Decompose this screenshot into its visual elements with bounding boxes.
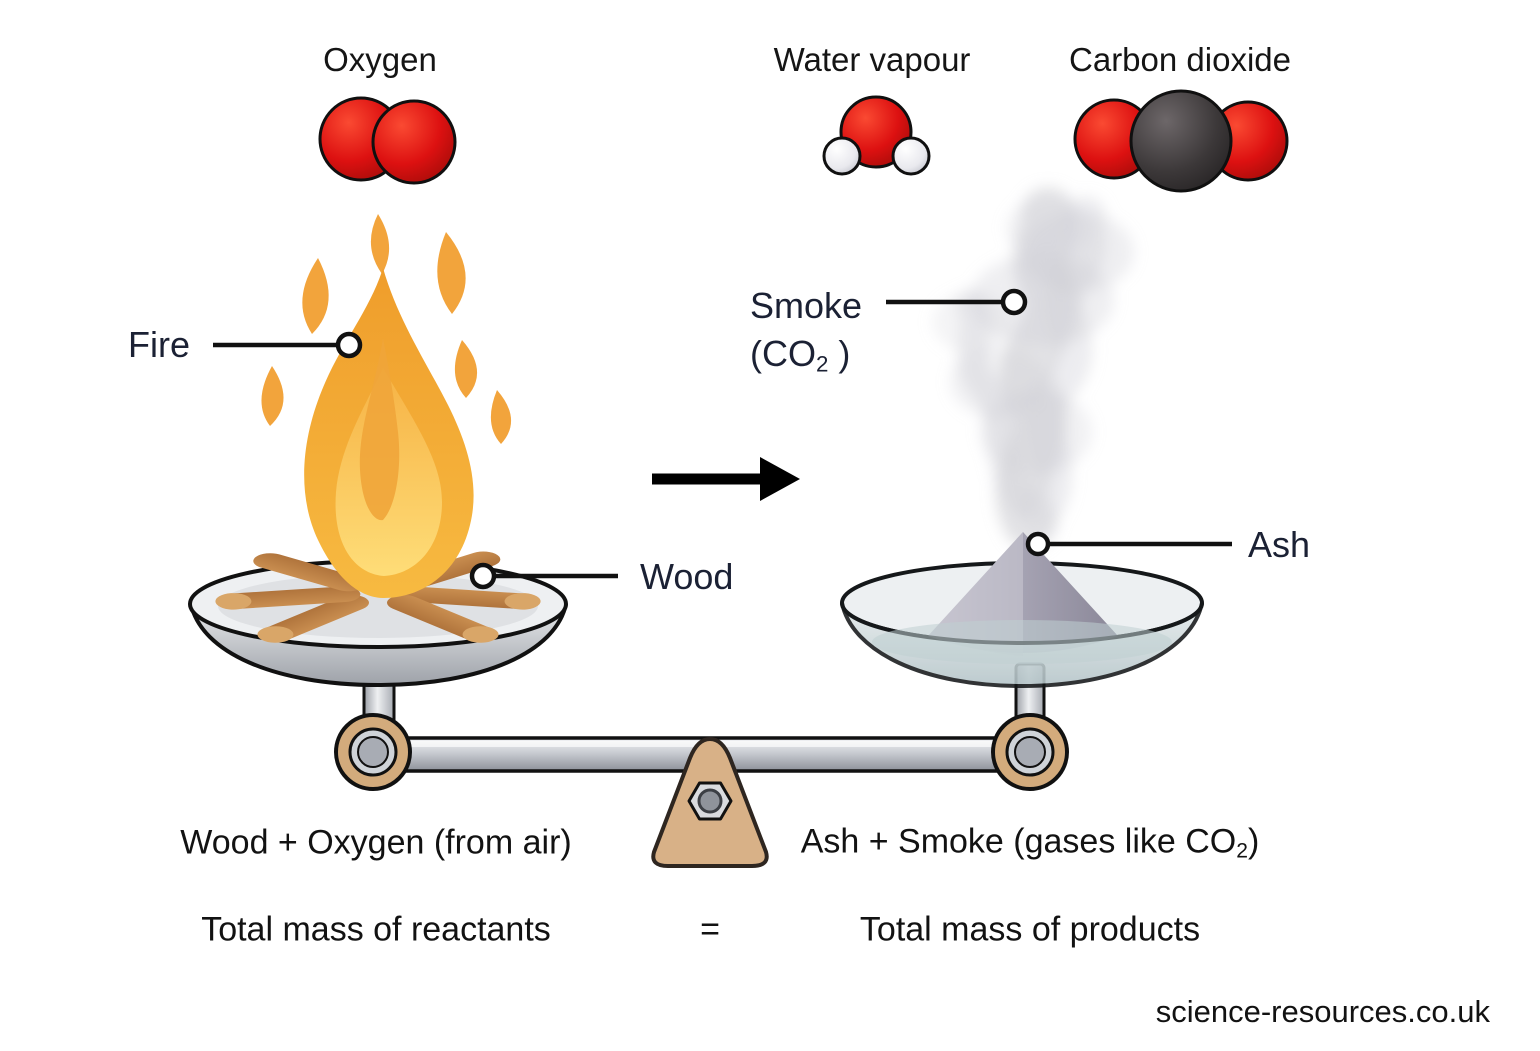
smoke-callout-label: Smoke (CO2 ) — [750, 282, 862, 389]
total-mass-products-text: Total mass of products — [859, 910, 1201, 949]
reaction-arrow-icon — [652, 457, 800, 501]
ash-leader-line — [1025, 531, 1232, 557]
water-molecule-icon — [822, 95, 931, 176]
fulcrum-triangle — [651, 737, 769, 868]
fulcrum-nut-icon — [687, 781, 733, 821]
wood-leader-line — [469, 562, 618, 590]
left-hub-icon — [334, 713, 412, 791]
oxygen-molecule-icon — [318, 96, 457, 185]
site-watermark: science-resources.co.uk — [1155, 994, 1490, 1029]
smoke-leader-line — [886, 288, 1028, 316]
reactants-text: Wood + Oxygen (from air) — [180, 823, 572, 862]
smoke-callout-formula: (CO2 ) — [750, 333, 851, 377]
water-vapour-label: Water vapour — [773, 41, 971, 78]
oxygen-label: Oxygen — [323, 41, 437, 78]
fire-leader-line — [213, 331, 363, 359]
fire-callout-label: Fire — [128, 324, 190, 365]
smoke-callout-word: Smoke — [750, 285, 863, 326]
products-text: Ash + Smoke (gases like CO2) — [800, 822, 1260, 863]
ash-callout-label: Ash — [1248, 524, 1311, 565]
wood-callout-label: Wood — [640, 556, 734, 597]
co2-molecule-icon — [1073, 89, 1289, 193]
equals-sign: = — [700, 910, 720, 949]
smoke-icon — [932, 187, 1134, 549]
right-hub-icon — [991, 713, 1069, 791]
flame-icon — [261, 214, 512, 598]
carbon-dioxide-label: Carbon dioxide — [1069, 41, 1291, 78]
total-mass-reactants-text: Total mass of reactants — [201, 910, 551, 949]
right-pan-front — [840, 602, 1204, 689]
